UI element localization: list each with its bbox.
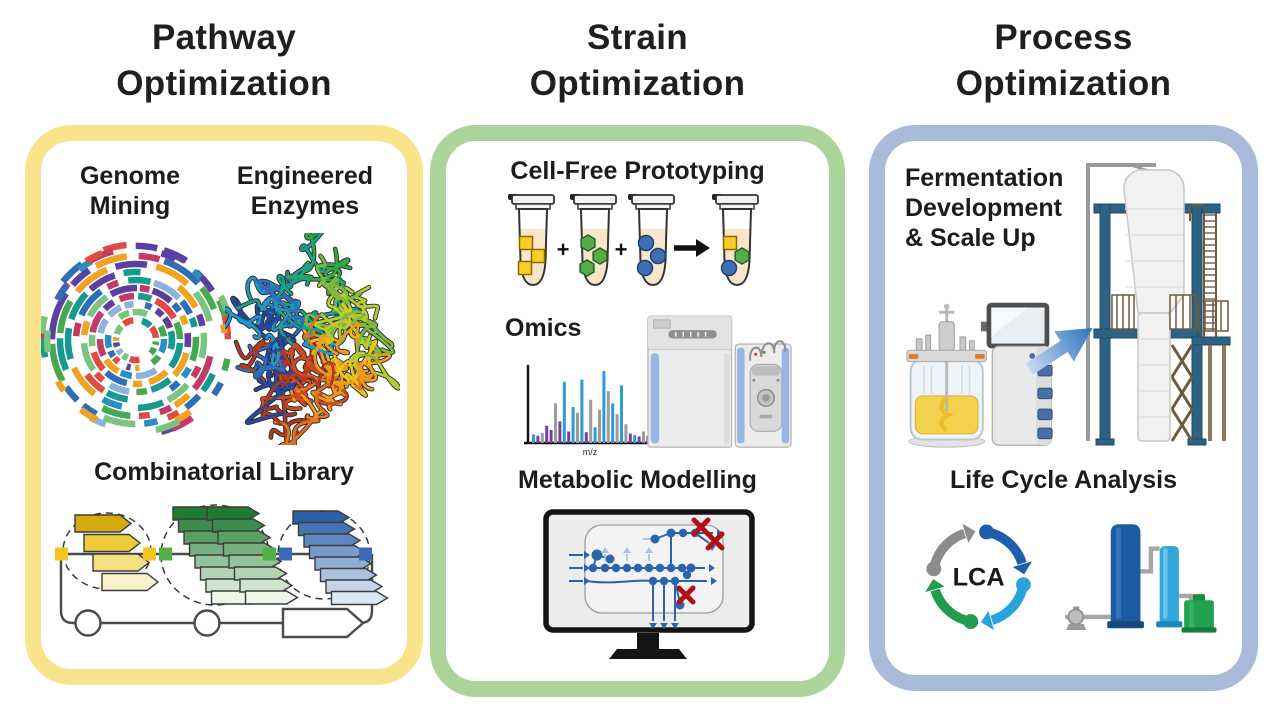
svg-text:+: + — [557, 237, 570, 262]
engineered-enzymes-illustration — [225, 233, 400, 445]
svg-text:m/z: m/z — [583, 447, 598, 455]
scale-up-arrow-icon — [1025, 327, 1093, 375]
process-title-line2: Optimization — [955, 64, 1172, 103]
combinatorial-library-label: Combinatorial Library — [94, 458, 354, 486]
cell-free-prototyping-label: Cell-Free Prototyping — [510, 157, 765, 185]
omics-label: Omics — [505, 314, 582, 342]
life-cycle-analysis-label: Life Cycle Analysis — [950, 466, 1177, 494]
pathway-title-line2: Optimization — [116, 64, 332, 103]
lca-cycle-illustration: LCA — [925, 523, 1033, 631]
strain-panel-inner: Cell-Free Prototyping ++ Omics m/z — [446, 141, 829, 681]
pathway-panel-inner: Genome Mining Engineered Enzymes Combina… — [41, 141, 407, 669]
strain-title: Strain Optimization — [430, 15, 845, 107]
genome-mining-label: Genome Mining — [79, 162, 181, 220]
industrial-fermenter-illustration — [1086, 163, 1231, 446]
process-panel-inner: Fermentation Development & Scale Up — [885, 141, 1242, 675]
fermentation-label: Fermentation Development & Scale Up — [905, 164, 1064, 252]
distillation-columns-illustration — [1065, 524, 1217, 633]
lca-center-label: LCA — [953, 564, 1005, 592]
metabolic-modelling-label: Metabolic Modelling — [518, 466, 757, 494]
mass-spectrometer-illustration — [647, 315, 792, 448]
process-title-line1: Process — [994, 18, 1133, 57]
genome-mining-illustration — [41, 241, 231, 436]
svg-text:+: + — [615, 237, 628, 262]
engineered-enzymes-label: Engineered Enzymes — [236, 162, 374, 220]
pathway-title: Pathway Optimization — [25, 15, 423, 107]
mass-spectrum-illustration: m/z — [524, 365, 654, 455]
strain-panel: Cell-Free Prototyping ++ Omics m/z — [430, 125, 845, 697]
process-panel: Fermentation Development & Scale Up — [869, 125, 1258, 691]
pathway-panel: Genome Mining Engineered Enzymes Combina… — [25, 125, 423, 685]
strain-title-line2: Optimization — [529, 64, 746, 103]
pathway-title-line1: Pathway — [151, 18, 297, 57]
strain-title-line1: Strain — [587, 18, 688, 57]
process-title: Process Optimization — [869, 15, 1258, 107]
cell-free-prototyping-illustration: ++ — [508, 194, 759, 287]
combinatorial-library-illustration — [55, 504, 389, 639]
metabolic-modelling-illustration — [543, 509, 755, 659]
